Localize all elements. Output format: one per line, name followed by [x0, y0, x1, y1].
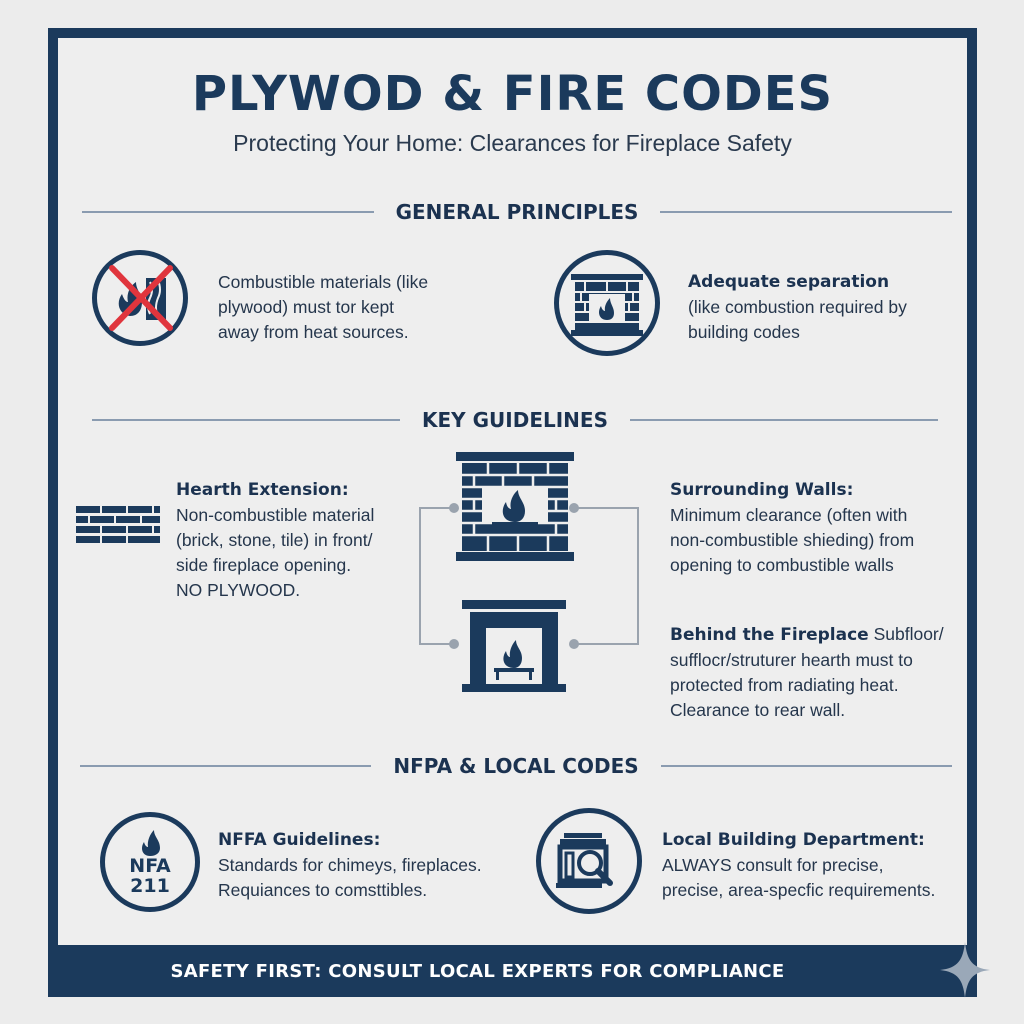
page-title: PLYWOD & FIRE CODES — [191, 66, 834, 122]
section-heading-label: KEY GUIDELINES — [422, 408, 608, 432]
text-line: Non-combustible material — [176, 505, 375, 525]
general-item-separation: Adequate separation (like combustion req… — [688, 270, 907, 345]
text-line: protected from radiating heat. — [670, 675, 899, 695]
section-heading-general: GENERAL PRINCIPLES — [82, 200, 953, 224]
brick-fireplace-circle-icon — [554, 250, 660, 356]
text-line: away from heat sources. — [218, 322, 409, 342]
guideline-surrounding-walls: Surrounding Walls: Minimum clearance (of… — [670, 478, 914, 578]
section-heading-label: GENERAL PRINCIPLES — [395, 200, 639, 224]
text-line: building codes — [688, 322, 800, 342]
code-item-nfpa: NFFA Guidelines: Standards for chimeys, … — [218, 828, 482, 903]
code-item-local-building: Local Building Department: ALWAYS consul… — [662, 828, 935, 903]
text-line: Clearance to rear wall. — [670, 700, 846, 720]
text-line: (like combustion required by — [688, 297, 907, 317]
divider-line — [92, 419, 401, 421]
badge-text: NFA — [129, 855, 171, 877]
footer-banner: SAFETY FIRST: CONSULT LOCAL EXPERTS FOR … — [48, 945, 977, 997]
text-line: NO PLYWOOD. — [176, 580, 301, 600]
item-title: Adequate separation — [688, 272, 890, 292]
general-item-combustibles: Combustible materials (like plywood) mus… — [218, 270, 428, 345]
text-line: opening to combustible walls — [670, 555, 894, 575]
brick-row-icon — [76, 506, 160, 549]
text-line: Combustible materials (like — [218, 272, 429, 292]
divider-line — [660, 211, 953, 213]
section-heading-label: NFPA & LOCAL CODES — [393, 754, 639, 778]
text-line: side fireplace opening. — [176, 555, 352, 575]
section-heading-codes: NFPA & LOCAL CODES — [80, 754, 952, 778]
section-heading-key: KEY GUIDELINES — [92, 408, 938, 432]
text-line: sufflocr/struturer hearth must to — [670, 650, 913, 670]
divider-line — [82, 211, 374, 213]
item-title: Surrounding Walls: — [670, 480, 854, 500]
footer-text: SAFETY FIRST: CONSULT LOCAL EXPERTS FOR … — [170, 960, 785, 982]
text-fragment: Subfloor/ — [868, 624, 944, 644]
text-line: plywood) must tor kept — [218, 297, 395, 317]
nfpa-badge-icon: NFA 211 — [100, 812, 200, 912]
building-search-icon — [536, 808, 642, 914]
guideline-hearth-extension: Hearth Extension: Non-combustible materi… — [176, 478, 374, 603]
sparkle-icon — [940, 942, 990, 998]
infographic-frame: PLYWOD & FIRE CODES Protecting Your Home… — [48, 28, 977, 997]
text-line: non-combustible shieding) from — [670, 530, 915, 550]
item-title: Behind the Fireplace — [670, 625, 869, 645]
item-title: Hearth Extension: — [176, 480, 349, 500]
item-title: NFFA Guidelines: — [218, 830, 381, 850]
text-line: Standards for chimeys, fireplaces. — [218, 855, 482, 875]
guideline-behind-fireplace: Behind the Fireplace Subfloor/ sufflocr/… — [670, 622, 944, 723]
mantel-fireplace-icon — [462, 600, 566, 692]
no-combustibles-icon — [92, 250, 188, 346]
text-line: ALWAYS consult for precise, — [662, 855, 884, 875]
divider-line — [629, 419, 938, 421]
divider-line — [80, 765, 372, 767]
badge-text: 211 — [130, 875, 170, 897]
item-title: Local Building Department: — [662, 830, 925, 850]
text-line: precise, area-specfic requirements. — [662, 880, 936, 900]
text-line: Minimum clearance (often with — [670, 505, 908, 525]
fireplace-diagram — [408, 450, 658, 700]
text-line: (brick, stone, tile) in front/ — [176, 530, 373, 550]
brick-fireplace-icon — [456, 452, 574, 561]
page-subtitle: Protecting Your Home: Clearances for Fir… — [233, 130, 792, 156]
text-line: Requiances to comsttibles. — [218, 880, 428, 900]
flame-icon — [142, 830, 160, 856]
divider-line — [660, 765, 952, 767]
